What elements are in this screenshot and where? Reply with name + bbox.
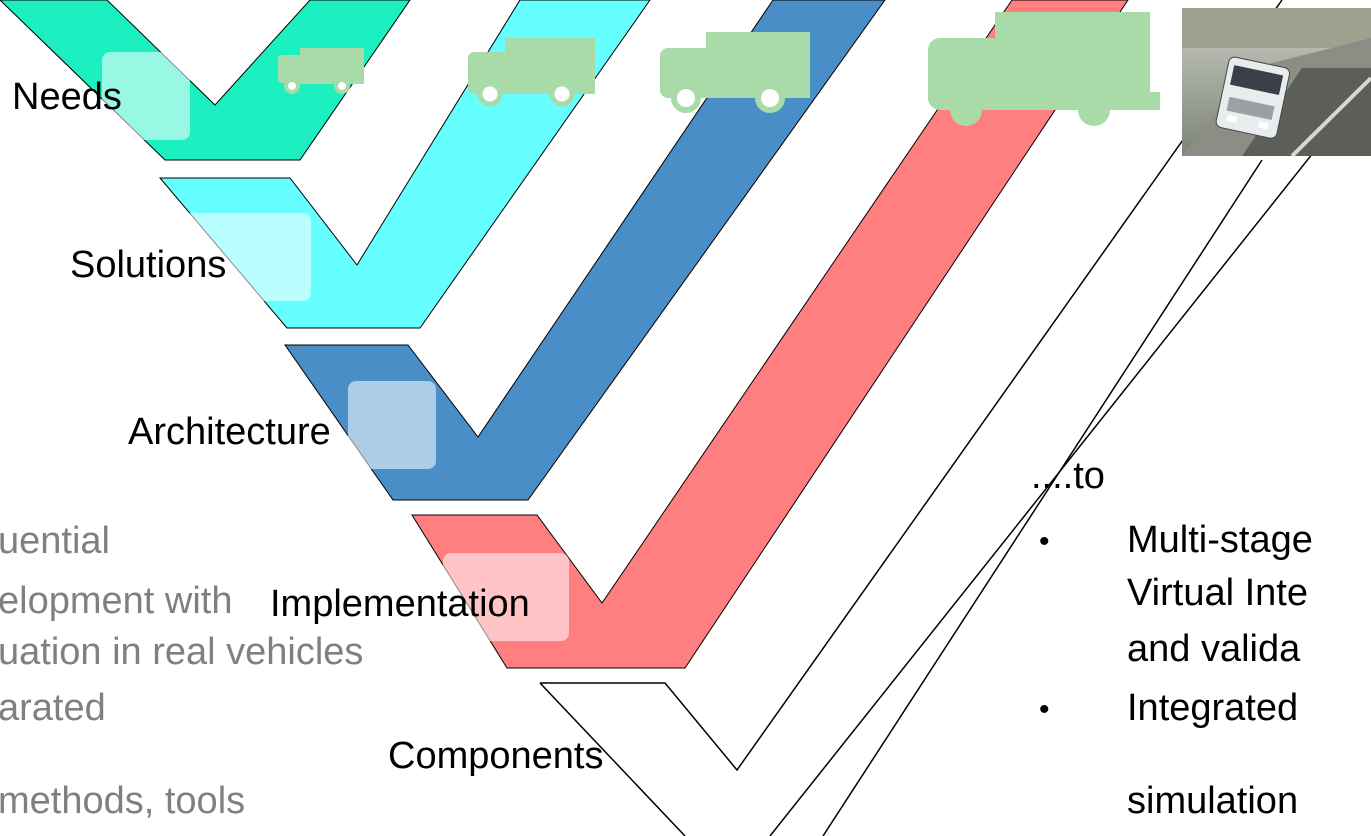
needs-v-band [0,0,411,161]
bullet1-line1: Multi-stage [1127,519,1313,561]
truck-icon [928,12,1160,126]
left-text-line1: uential [0,520,110,562]
components-v-outer [539,682,686,836]
truck-photo [1182,8,1371,156]
left-text-line5: methods, tools [0,780,246,822]
components-v-outline [540,0,1283,772]
left-text-line4: arated [0,687,106,729]
left-text-line3: uation in real vehicles [0,631,364,673]
implementation-label-box [443,553,569,641]
architecture-label: Architecture [128,411,331,453]
solutions-label-box [183,213,311,301]
components-v-inner-edge [822,159,1263,836]
solutions-label: Solutions [70,244,227,286]
architecture-label-box [348,381,436,469]
bullet-1: • [1039,525,1050,558]
right-text-intro: ....to [1031,455,1105,497]
implementation-v-band [411,0,1129,669]
truck-icon [278,48,364,94]
bullet2-line2: simulation [1127,780,1299,822]
components-label: Components [388,735,604,777]
components-v-right-edge [769,79,1371,836]
truck-icon [660,32,810,113]
implementation-label: Implementation [270,583,530,625]
architecture-v-band [284,0,886,501]
left-text-line2: elopment with [0,580,233,622]
bullet1-line3: and valida [1127,628,1301,670]
truck-icon [468,38,595,107]
bullet2-line1: Integrated [1127,687,1299,729]
bullet-2: • [1039,693,1050,726]
needs-label-box [102,52,190,140]
bullet1-line2: Virtual Inte [1127,572,1308,614]
needs-label: Needs [12,76,122,118]
